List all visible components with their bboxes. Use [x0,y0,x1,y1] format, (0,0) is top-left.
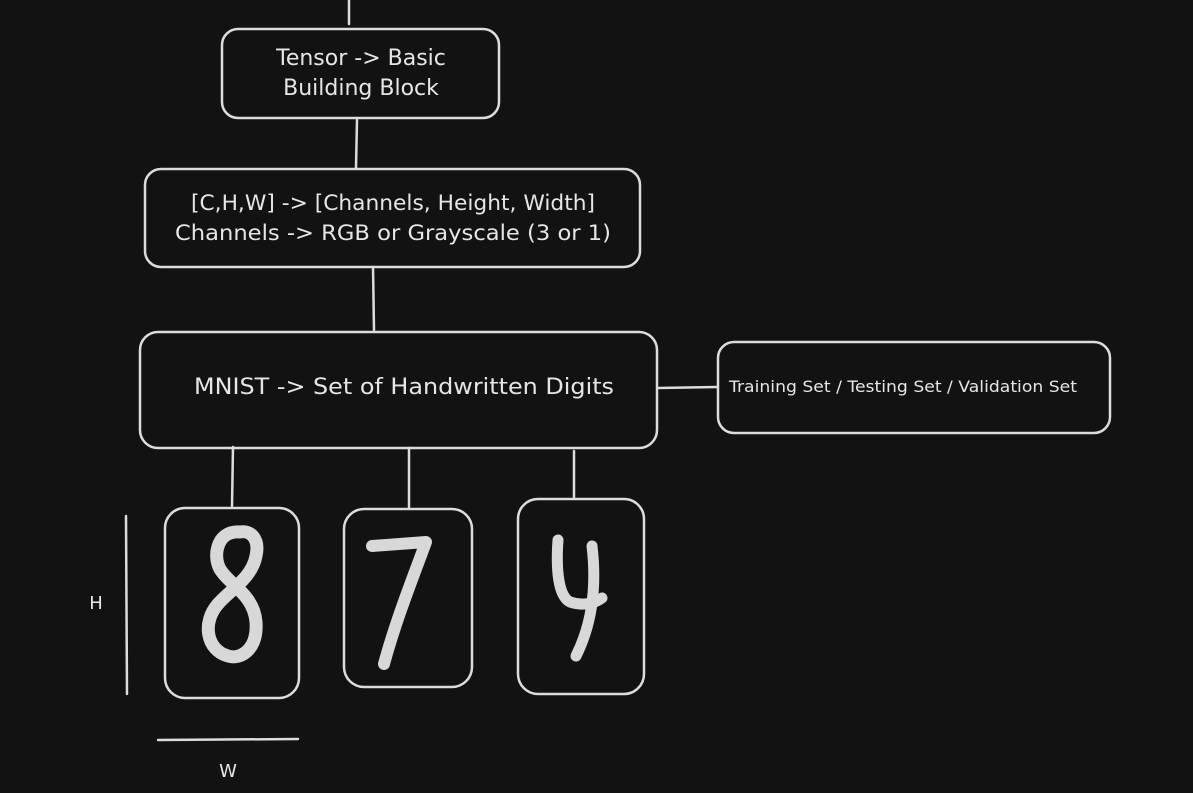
connector-chw-to-mnist [371,265,376,332]
mnist-box [138,330,659,450]
handwritten-8-icon [201,525,264,664]
digit-4-card [516,497,646,696]
connector-mnist-to-digit-8 [230,445,235,508]
handwritten-7-icon [366,536,432,670]
width-dimension-line [156,737,300,742]
tensor-title-line1: Tensor -> Basic [275,46,446,71]
connector-tensor-to-chw [354,118,359,170]
sets-box [716,340,1112,435]
height-dimension-line [124,514,129,696]
height-label: H [89,593,103,614]
digit-8-card [163,506,301,700]
chw-text-line2: Channels -> RGB or Grayscale (3 or 1) [175,221,611,245]
tensor-title-line2: Building Block [283,76,439,101]
sets-label: Training Set / Testing Set / Validation … [728,377,1077,396]
chw-box [143,167,642,269]
connector-mnist-to-sets [656,385,719,390]
width-label: W [219,761,237,782]
chw-text-line1: [C,H,W] -> [Channels, Height, Width] [191,191,595,215]
tensor-box [220,27,501,120]
mnist-label: MNIST -> Set of Handwritten Digits [194,375,614,400]
digit-7-card [342,507,474,689]
handwritten-4-icon [551,534,608,662]
